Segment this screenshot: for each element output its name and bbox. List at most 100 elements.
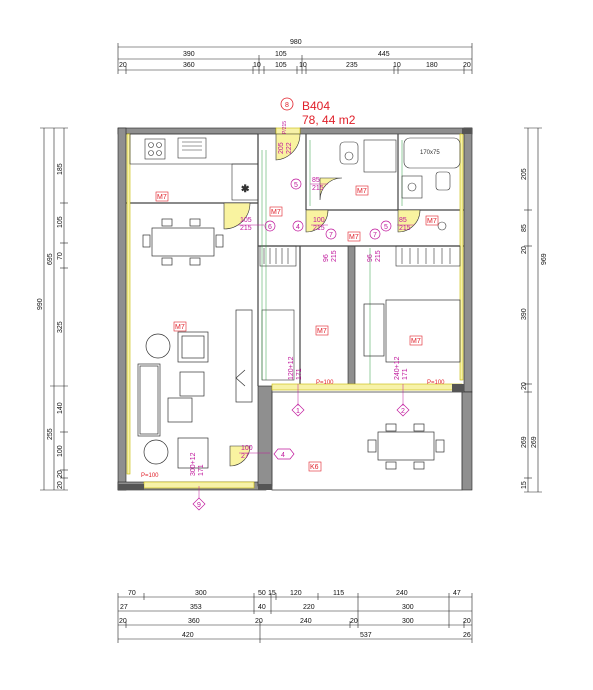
dim-bot-120: 120 <box>290 590 302 597</box>
wall-top-right <box>299 127 473 135</box>
door-tag-6-num: 6 <box>268 224 272 231</box>
dim-top-10b: 10 <box>299 62 307 69</box>
shower-icon <box>363 139 397 173</box>
door-tag-5b-num: 5 <box>384 224 388 231</box>
dim-bot-70: 70 <box>128 590 136 597</box>
room-label-hall-upper: M7 <box>271 209 281 216</box>
dim-top-360: 360 <box>183 62 195 69</box>
sofa-icon <box>137 363 161 437</box>
toilet-icon <box>339 141 359 165</box>
dining-table <box>142 218 224 266</box>
dim-left-105: 105 <box>57 216 64 228</box>
room-label-bedroom: M7 <box>411 338 421 345</box>
wardrobe <box>259 245 461 381</box>
wall-column <box>257 385 273 487</box>
dim-bot-353: 353 <box>190 604 202 611</box>
dim-top-390: 390 <box>183 51 195 58</box>
dim-right-20a: 20 <box>521 246 528 254</box>
entry-spec: 205 <box>278 142 285 154</box>
dim-bot-537: 537 <box>360 632 372 639</box>
left-dimension-labels: 990 695 255 185 105 70 325 140 100 20 20 <box>37 163 64 489</box>
dim-bot-20d: 20 <box>463 618 471 625</box>
bed <box>363 299 461 363</box>
dim-top-180: 180 <box>426 62 438 69</box>
dim-left-990: 990 <box>37 298 44 310</box>
wall-balcony-right <box>461 391 473 491</box>
asterisk-icon: ✱ <box>241 184 249 195</box>
unit-marker-number: 8 <box>285 102 289 109</box>
entry-sub: 222 <box>286 142 293 154</box>
door-tag-4b-num: 4 <box>281 452 285 459</box>
entry-door-swing <box>275 133 301 161</box>
right-dimension-chain <box>524 127 542 493</box>
door-tag-5b-h: 215 <box>399 225 411 232</box>
dim-right-269a: 269 <box>521 436 528 448</box>
kitchen-counter: ✱ <box>129 133 259 201</box>
room-labels: M7 M7 M7 M7 M7 M7 M7 M7 K6 <box>155 185 439 472</box>
door-tag-5a-num: 5 <box>294 182 298 189</box>
window-2-num: 2 <box>401 408 405 415</box>
dim-bot-300c: 300 <box>402 618 414 625</box>
door-tag-7a-num: 7 <box>329 232 333 239</box>
left-dimension-chain <box>40 127 68 491</box>
dim-right-390: 390 <box>521 308 528 320</box>
dim-top-10a: 10 <box>253 62 261 69</box>
side-table-icon <box>145 333 171 359</box>
dim-bot-20c: 20 <box>350 618 358 625</box>
dim-left-20a: 20 <box>57 470 64 478</box>
dim-top-445: 445 <box>378 51 390 58</box>
dim-top-235: 235 <box>346 62 358 69</box>
bathtub-icon <box>403 137 461 169</box>
living-furniture <box>137 309 253 469</box>
dim-top-total: 980 <box>290 39 302 46</box>
room-label-balcony: K6 <box>310 464 319 471</box>
dim-bot-220: 220 <box>303 604 315 611</box>
window-1-spec: 120+12 <box>288 356 295 380</box>
door-tag-6-w: 105 <box>240 217 252 224</box>
dim-bot-50: 50 <box>258 590 266 597</box>
dim-left-20b: 20 <box>57 481 64 489</box>
toilet-icon-2 <box>435 171 451 191</box>
door-swing-4 <box>305 209 329 233</box>
top-dimension-chain <box>117 43 473 74</box>
dim-right-269b: 269 <box>531 436 538 448</box>
door-tag-5a-h: 215 <box>312 185 324 192</box>
fridge-icon <box>231 163 259 201</box>
dim-left-185: 185 <box>57 163 64 175</box>
dim-left-100: 100 <box>57 445 64 457</box>
wall-top-left <box>117 127 277 135</box>
door-tag-7a-h: 215 <box>331 250 338 262</box>
door-swing-6 <box>223 202 251 230</box>
dim-bot-300a: 300 <box>195 590 207 597</box>
dim-top-105b: 105 <box>275 62 287 69</box>
wall-partition <box>347 245 356 387</box>
sill-1: P=100 <box>316 380 334 386</box>
door-tag-7b-w: 96 <box>367 254 374 262</box>
dim-bot-360: 360 <box>188 618 200 625</box>
dim-bot-420: 420 <box>182 632 194 639</box>
wall-right-upper <box>463 127 473 393</box>
room-label-corridor: M7 <box>349 234 359 241</box>
dim-bot-240: 240 <box>396 590 408 597</box>
door-tag-7b-num: 7 <box>373 232 377 239</box>
window-tags: 120+12 171 1 240+12 171 2 300+12 171 9 2… <box>190 121 410 511</box>
dim-right-969: 969 <box>541 253 548 265</box>
bathroom-fixtures <box>339 137 461 231</box>
unit-marker-circle <box>280 97 294 111</box>
dim-right-85: 85 <box>521 224 528 232</box>
dim-left-140: 140 <box>57 402 64 414</box>
door-tag-5b-w: 85 <box>399 217 407 224</box>
window-9-num: 9 <box>197 502 201 509</box>
corner-hatches <box>118 128 472 490</box>
unit-number: B404 <box>302 99 330 113</box>
sink-icon <box>177 137 207 159</box>
door-tag-5a-w: 85 <box>312 177 320 184</box>
balcony <box>271 391 463 491</box>
entry-tag: P/215 <box>282 121 288 134</box>
sill-9: P=100 <box>141 473 159 479</box>
window-2-spec: 240+12 <box>394 356 401 380</box>
washbasin-icon <box>401 175 423 199</box>
dim-right-20b: 20 <box>521 382 528 390</box>
window-9-spec: 300+12 <box>190 452 197 476</box>
dim-bot-20a: 20 <box>119 618 127 625</box>
